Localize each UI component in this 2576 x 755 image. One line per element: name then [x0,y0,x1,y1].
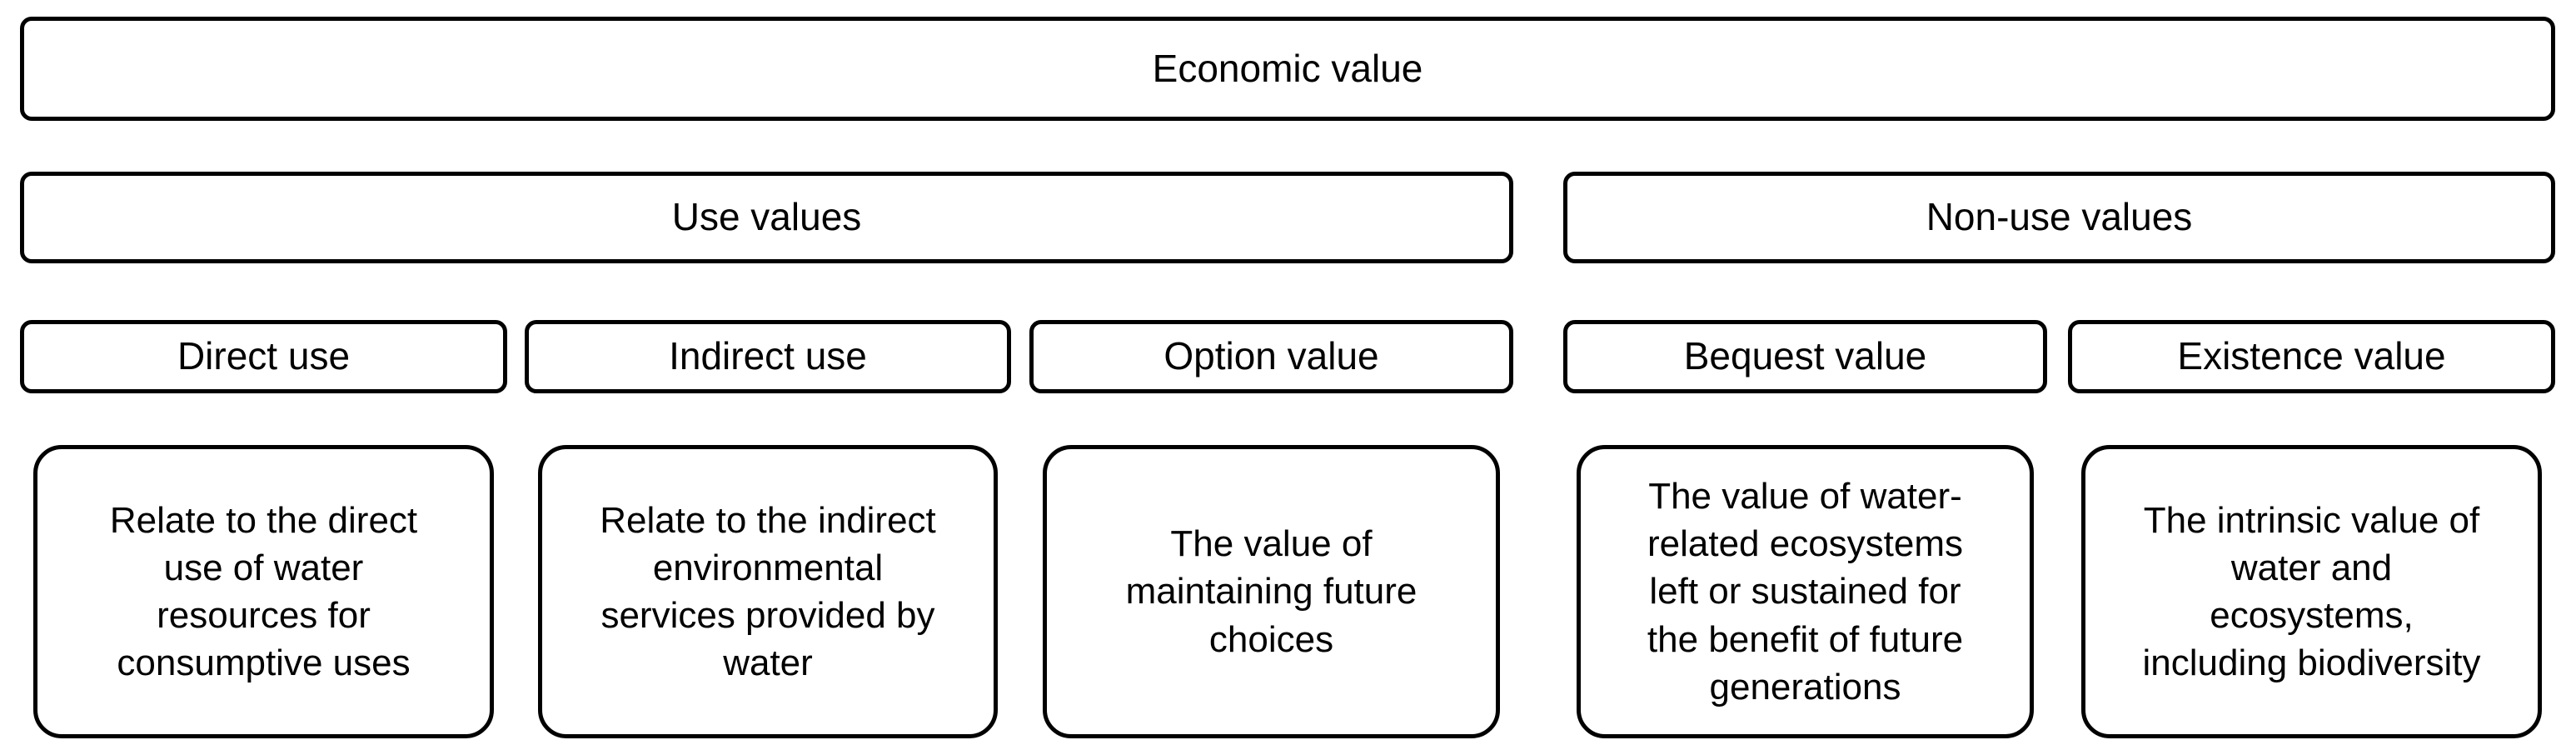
economic-value-box: Economic value [20,17,2555,121]
non-use-values-box: Non-use values [1563,172,2555,263]
existence-value-box: Existence value [2068,320,2555,393]
option-value-label: Option value [1163,334,1379,378]
option-value-description-box: The value of maintaining future choices [1043,445,1500,738]
direct-use-description: Relate to the direct use of water resour… [109,499,418,684]
use-values-label: Use values [671,195,862,239]
direct-use-description-box: Relate to the direct use of water resour… [33,445,494,738]
bequest-value-box: Bequest value [1563,320,2047,393]
indirect-use-label: Indirect use [669,334,867,378]
indirect-use-description-box: Relate to the indirect environmental ser… [538,445,998,738]
economic-value-label: Economic value [1152,46,1423,90]
bequest-value-description: The value of water- related ecosystems l… [1647,476,1964,708]
bequest-value-label: Bequest value [1683,334,1927,378]
existence-value-description: The intrinsic value of water and ecosyst… [2142,499,2481,684]
bequest-value-description-box: The value of water- related ecosystems l… [1577,445,2034,738]
option-value-description: The value of maintaining future choices [1125,523,1418,660]
use-values-box: Use values [20,172,1513,263]
indirect-use-box: Indirect use [525,320,1011,393]
existence-value-label: Existence value [2177,334,2446,378]
direct-use-box: Direct use [20,320,507,393]
non-use-values-label: Non-use values [1926,195,2193,239]
direct-use-label: Direct use [177,334,351,378]
option-value-box: Option value [1029,320,1513,393]
existence-value-description-box: The intrinsic value of water and ecosyst… [2081,445,2542,738]
indirect-use-description: Relate to the indirect environmental ser… [600,499,936,684]
